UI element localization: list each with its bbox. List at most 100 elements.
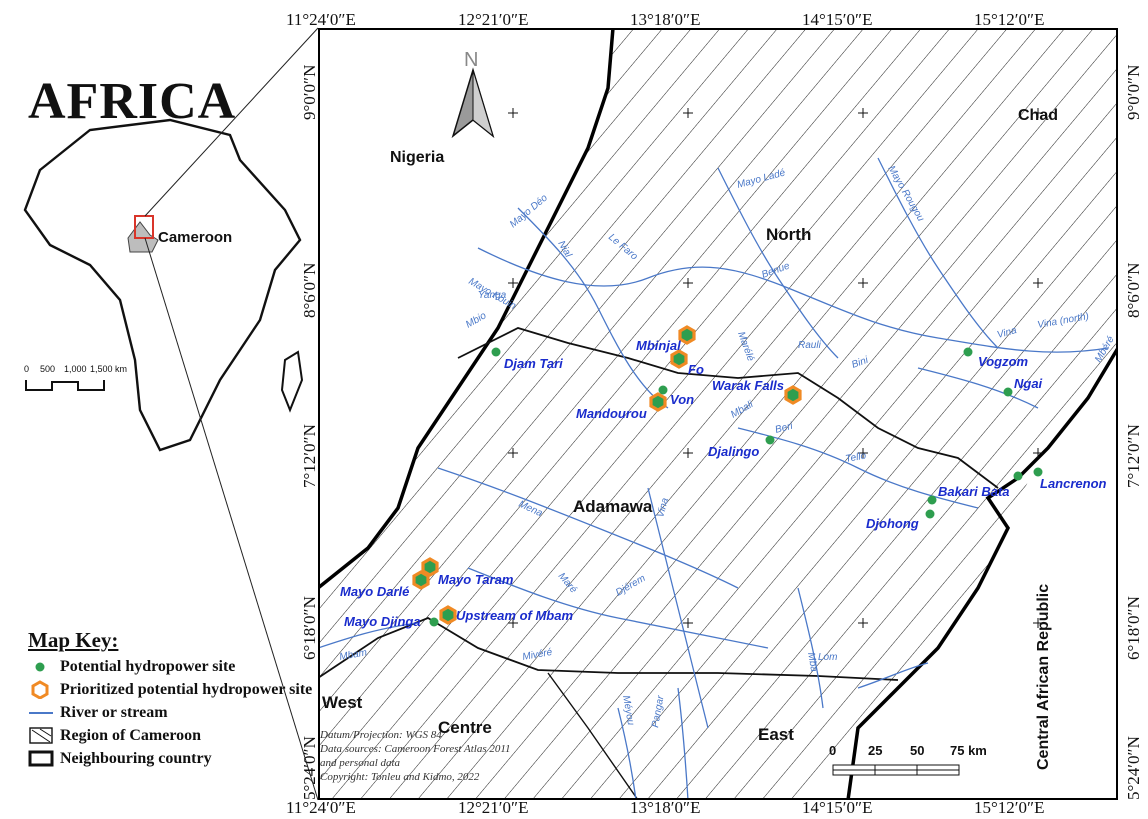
- region-boundary-north-adamawa: [457, 327, 999, 489]
- river-label-beri: Beri: [774, 420, 795, 435]
- river-label-tello: Tello: [845, 450, 868, 465]
- green-dot-icon: [35, 662, 45, 672]
- potential-sites: [429, 347, 1043, 627]
- graticule-top-3: 13°18′0″E: [630, 10, 701, 29]
- site-marker-lancrenon[interactable]: [1013, 471, 1023, 481]
- site-marker-djalingo[interactable]: [765, 435, 775, 445]
- site-marker-mayo-darle[interactable]: [412, 570, 430, 590]
- site-label-lancrenon: Lancrenon: [1040, 476, 1107, 491]
- site-marker-upstream-mbam[interactable]: [439, 605, 457, 625]
- graticule-bottom-3: 13°18′0″E: [630, 798, 701, 817]
- graticule-right-1: 9°0′0″N: [1124, 64, 1143, 120]
- river-label-mba: Mba: [805, 652, 819, 673]
- cameroon-region-area: [318, 28, 1118, 800]
- region-label-east: East: [758, 725, 794, 744]
- site-marker-warak-falls[interactable]: [784, 385, 802, 405]
- site-marker-djohong[interactable]: [925, 509, 935, 519]
- site-marker-lancrenon-2[interactable]: [1033, 467, 1043, 477]
- graticule-right-5: 5°24′0″N: [1124, 736, 1143, 800]
- river-label-rauli: Rauli: [798, 340, 822, 351]
- site-marker-mbinjal[interactable]: [678, 325, 696, 345]
- region-boundary-centre-east: [547, 672, 639, 800]
- region-label-west: West: [322, 693, 363, 712]
- region-label-centre: Centre: [438, 718, 492, 737]
- svg-text:25: 25: [868, 743, 882, 758]
- river-label-mivere: Mivéré: [522, 647, 554, 663]
- site-marker-mayo-taram[interactable]: [421, 557, 439, 577]
- site-label-upstream-mbam: Upstream of Mbam: [456, 608, 573, 623]
- site-marker-mandourou[interactable]: [649, 392, 667, 412]
- river-label-mbam: Mbam: [339, 647, 368, 663]
- graticule-right-4: 6°18′0″N: [1124, 596, 1143, 660]
- international-boundary: [318, 28, 615, 590]
- country-label-chad: Chad: [1018, 107, 1058, 124]
- graticule-crosses: [508, 108, 1043, 628]
- hatched-box-icon: [29, 727, 53, 744]
- site-label-von: Von: [670, 392, 694, 407]
- site-label-vogzom: Vogzom: [978, 354, 1029, 369]
- site-label-warak-falls: Warak Falls: [712, 378, 784, 393]
- river-label-vina: Vina: [996, 325, 1018, 341]
- graticule-left-1: 9°0′0″N: [300, 64, 319, 120]
- region-label-adamawa: Adamawa: [573, 497, 653, 516]
- site-marker-djam-tari[interactable]: [491, 347, 501, 357]
- inset-country-label: Cameroon: [158, 229, 232, 246]
- svg-text:75 km: 75 km: [950, 743, 987, 758]
- map-scale-bar: 0 25 50 75 km: [829, 743, 987, 776]
- graticule-top-2: 12°21′0″E: [458, 10, 529, 29]
- graticule-left-2: 8°6′0″N: [300, 262, 319, 318]
- graticule-left-3: 7°12′0″N: [300, 424, 319, 488]
- site-label-djalingo: Djalingo: [708, 444, 759, 459]
- map-frame: [318, 28, 1118, 800]
- site-marker-mayo-djinga[interactable]: [429, 617, 439, 627]
- graticule-bottom-2: 12°21′0″E: [458, 798, 529, 817]
- site-marker-bakari-bata[interactable]: [927, 495, 937, 505]
- site-labels: Djam Tari Von Djalingo Vogzom Ngai Bakar…: [340, 338, 1107, 629]
- inset-map: Cameroon 0 500 1,000 1,500 km: [23, 118, 304, 452]
- svg-text:1,500 km: 1,500 km: [90, 364, 127, 374]
- international-boundary-east: [846, 347, 1118, 800]
- north-arrow-label: N: [464, 49, 478, 71]
- svg-text:0: 0: [829, 743, 836, 758]
- river-label-lom: Lom: [818, 652, 837, 663]
- graticule-bottom-5: 15°12′0″E: [974, 798, 1045, 817]
- svg-text:Copyright: Tonleu and Kidmo, 2: Copyright: Tonleu and Kidmo, 2022: [320, 771, 480, 783]
- river-label-mbio: Mbio: [464, 310, 489, 331]
- inset-scale-bar: 0 500 1,000 1,500 km: [24, 364, 127, 391]
- site-label-mayo-djinga: Mayo Djinga: [344, 614, 421, 629]
- svg-text:and personal data: and personal data: [320, 757, 401, 769]
- thick-box-icon: [28, 750, 54, 767]
- site-label-djohong: Djohong: [866, 516, 919, 531]
- site-marker-fo[interactable]: [670, 349, 688, 369]
- orange-hexagon-icon: [31, 680, 49, 699]
- svg-text:Data sources: Cameroon Forest: Data sources: Cameroon Forest Atlas 2011: [319, 743, 511, 755]
- map-legend: Map Key: Potential hydropower site Prior…: [28, 628, 318, 772]
- legend-item-potential-site: Potential hydropower site: [28, 657, 318, 676]
- graticule-left-4: 6°18′0″N: [300, 596, 319, 660]
- inset-highlight-box: [134, 215, 154, 239]
- site-marker-ngai[interactable]: [1003, 387, 1013, 397]
- graticule-right-2: 8°6′0″N: [1124, 262, 1143, 318]
- legend-item-region: Region of Cameroon: [28, 726, 318, 745]
- site-marker-vogzom[interactable]: [963, 347, 973, 357]
- prioritized-sites: [412, 325, 802, 625]
- map-credits: Datum/Projection: WGS 84 Data sources: C…: [319, 729, 511, 783]
- legend-title: Map Key:: [28, 628, 119, 652]
- svg-text:50: 50: [910, 743, 924, 758]
- svg-text:500: 500: [40, 364, 55, 374]
- river-network: [318, 157, 1109, 800]
- graticule-right-3: 7°12′0″N: [1124, 424, 1143, 488]
- river-line-icon: [29, 712, 53, 714]
- site-label-mandourou: Mandourou: [576, 406, 647, 421]
- svg-text:0: 0: [24, 364, 29, 374]
- north-arrow: N: [451, 49, 495, 139]
- site-label-mayo-darle: Mayo Darlé: [340, 584, 409, 599]
- graticule-top-1: 11°24′0″E: [286, 10, 356, 29]
- site-label-mayo-taram: Mayo Taram: [438, 572, 514, 587]
- country-label-car: Central African Republic: [1035, 584, 1052, 770]
- region-label-north: North: [766, 225, 811, 244]
- site-label-mbinjal: Mbinjal: [636, 338, 681, 353]
- svg-text:1,000: 1,000: [64, 364, 87, 374]
- site-marker-von[interactable]: [658, 385, 668, 395]
- legend-item-river: River or stream: [28, 703, 318, 722]
